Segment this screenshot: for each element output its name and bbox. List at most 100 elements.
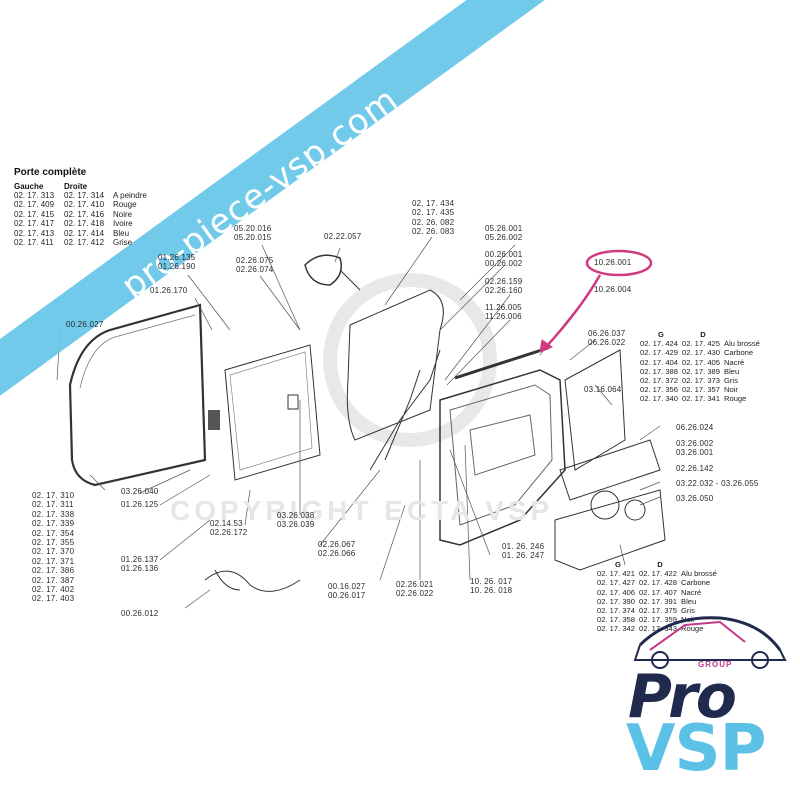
part-number: 02.26.022 <box>396 589 434 599</box>
part-number: 03.26.038 <box>277 511 315 520</box>
trim-cell-d: 02. 17. 407 <box>639 587 678 597</box>
trim-cell-g: 02. 17. 358 <box>597 615 636 625</box>
trim-cell-d: 02. 17. 430 <box>682 348 721 358</box>
window-glass <box>346 289 444 441</box>
part-number: 05.26.002 <box>485 233 523 243</box>
part-number: 05.26.001 <box>485 224 523 233</box>
watermark-logo-circle <box>323 273 497 447</box>
part-number: 06.26.024 <box>676 423 714 432</box>
porte-table-title: Porte complète <box>14 167 87 178</box>
part-number: 02.26.066 <box>318 549 356 559</box>
part-number: 01.26.135 <box>158 253 196 262</box>
trim-col-d: D <box>657 560 663 569</box>
porte-cell-c: Rouge <box>113 200 137 210</box>
part-number: 03.26.002 <box>676 439 714 448</box>
logo-group-text: GROUP <box>698 660 733 669</box>
part-number: 02. 17. 402 <box>32 585 75 595</box>
trim-cell-g: 02. 17. 342 <box>597 624 636 634</box>
trim-cell-d: 02. 17. 341 <box>682 394 721 404</box>
part-number: 02.22.057 <box>324 232 362 241</box>
trim-cell-g: 02. 17. 372 <box>640 376 679 386</box>
part-number: 02. 17. 311 <box>32 500 74 510</box>
trim-cell-c: Gris <box>681 606 695 616</box>
callout-00-26-027: 00.26.027 <box>66 320 103 329</box>
trim-cell-g: 02. 17. 424 <box>640 339 679 349</box>
trim-cell-g: 02. 17. 340 <box>640 394 679 404</box>
trim-cell-g: 02. 17. 406 <box>597 587 636 597</box>
porte-cell-d: 02. 17. 416 <box>64 209 105 219</box>
porte-cell-g: 02. 17. 415 <box>14 209 55 219</box>
part-number: 02.26.074 <box>236 265 274 275</box>
trim-cell-c: Carbone <box>681 578 711 588</box>
trim-cell-g: 02. 17. 421 <box>597 569 636 579</box>
porte-cell-d: 02. 17. 412 <box>64 238 105 248</box>
part-number: 02. 17. 386 <box>32 566 75 576</box>
part-number: 02. 17. 355 <box>32 538 75 548</box>
highlight-arrow <box>544 274 602 349</box>
trim-cell-c: Alu brossé <box>681 569 717 579</box>
trim-cell-g: 02. 17. 429 <box>640 348 679 358</box>
trim-strip-upper <box>559 439 661 501</box>
part-number: 10. 26. 018 <box>470 586 513 596</box>
callout-01-26-170: 01.26.170 <box>150 286 187 295</box>
callout-03-26-040: 03.26.040 <box>121 487 158 496</box>
part-number: 11.26.005 <box>485 303 522 312</box>
part-number: 02. 17. 338 <box>32 509 75 519</box>
trim-cell-d: 02. 17. 391 <box>639 596 678 606</box>
highlight-oval <box>585 249 653 277</box>
porte-cell-d: 02. 17. 314 <box>64 191 105 200</box>
part-number: 03.16.064 <box>584 385 622 394</box>
trim-cell-c: Rouge <box>681 624 704 634</box>
callout-03-26-050: 03.26.050 <box>676 494 713 503</box>
porte-cell-g: 02. 17. 409 <box>14 200 55 210</box>
part-number: 03.22.032 - 03.26.055 <box>676 479 759 488</box>
trim-cell-c: Bleu <box>681 596 697 606</box>
door-inner-panel <box>224 344 321 481</box>
part-number: 06.26.037 <box>588 329 626 338</box>
porte-cell-c: Noire <box>113 209 133 219</box>
trim-cell-d: 02. 17. 359 <box>639 615 678 625</box>
part-number: 02.26.142 <box>676 464 714 473</box>
part-number: 01.26.190 <box>158 262 196 272</box>
part-number: 02.14.53 <box>210 519 243 528</box>
trim-cell-g: 02. 17. 388 <box>640 366 679 376</box>
part-number: 00.16.027 <box>328 582 366 591</box>
trim-cell-c: Gris <box>724 376 738 386</box>
trim-col-d: D <box>700 330 706 339</box>
door-trim-panel <box>439 369 566 546</box>
part-number: 02. 17. 387 <box>32 575 75 585</box>
trim-cell-d: 02. 17. 425 <box>682 339 721 349</box>
part-number: 05.20.015 <box>234 233 272 243</box>
porte-cell-g: 02. 17. 417 <box>14 219 55 229</box>
callout-10-26-004: 10.26.004 <box>594 285 631 294</box>
part-number: 02. 26. 083 <box>412 227 455 237</box>
part-number: 03.26.001 <box>676 448 714 458</box>
callout-02-26-142: 02.26.142 <box>676 464 713 473</box>
part-number: 01.26.136 <box>121 564 159 574</box>
callout-01-26-125: 01.26.125 <box>121 500 158 509</box>
part-number: 02.26.160 <box>485 286 523 296</box>
copyright-watermark: COPYRIGHT ECTA VSP <box>170 495 554 526</box>
part-number: 02. 17. 434 <box>412 199 455 208</box>
